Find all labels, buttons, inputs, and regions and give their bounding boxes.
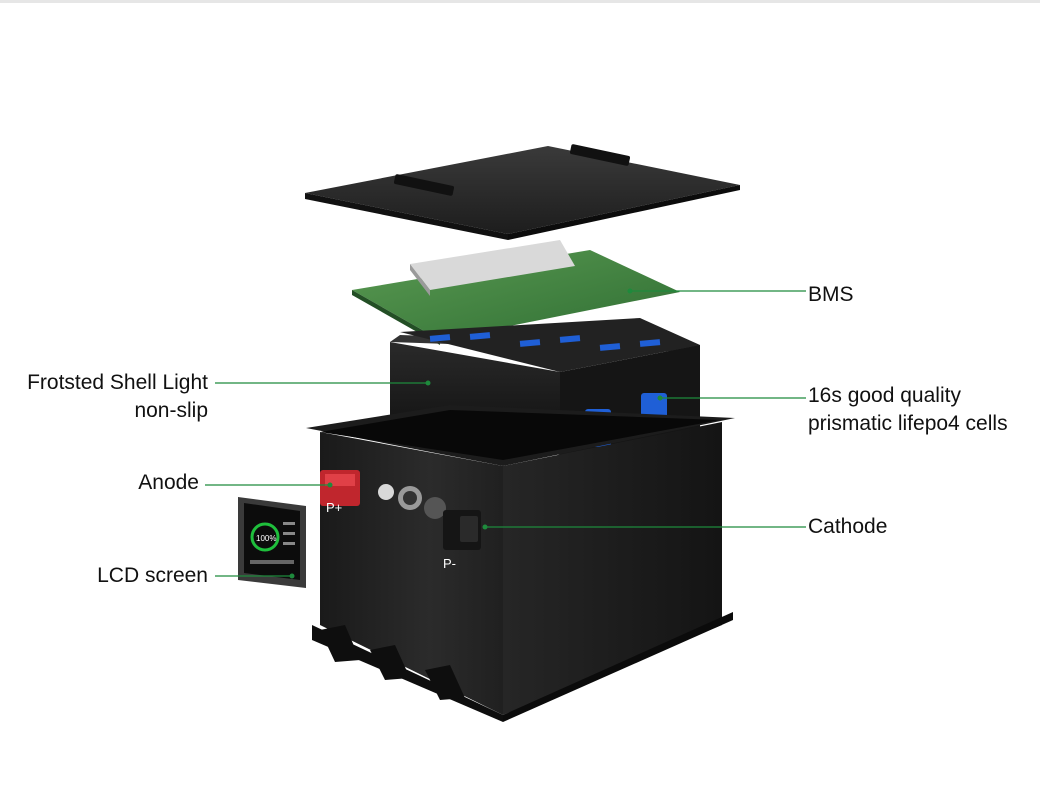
status-led [378, 484, 394, 500]
label-anode: Anode [138, 471, 199, 494]
label-shell-line2: non-slip [134, 399, 208, 422]
lcd-screen: 100% [238, 497, 306, 588]
positive-terminal-label: P+ [326, 500, 342, 515]
label-lcd-screen: LCD screen [97, 564, 208, 587]
label-bms: BMS [808, 283, 854, 306]
lcd-percent: 100% [256, 534, 276, 543]
positive-terminal [320, 470, 360, 506]
negative-terminal-label: P- [443, 556, 456, 571]
label-cells-line1: 16s good quality [808, 384, 961, 407]
lid [305, 144, 740, 240]
battery-case [306, 405, 735, 722]
communication-port [398, 486, 446, 519]
negative-terminal [443, 510, 481, 550]
top-border [0, 0, 1040, 3]
label-cells-line2: prismatic lifepo4 cells [808, 412, 1008, 435]
label-shell-line1: Frotsted Shell Light [27, 371, 208, 394]
leader-lines [205, 288, 806, 579]
label-cathode: Cathode [808, 515, 888, 538]
